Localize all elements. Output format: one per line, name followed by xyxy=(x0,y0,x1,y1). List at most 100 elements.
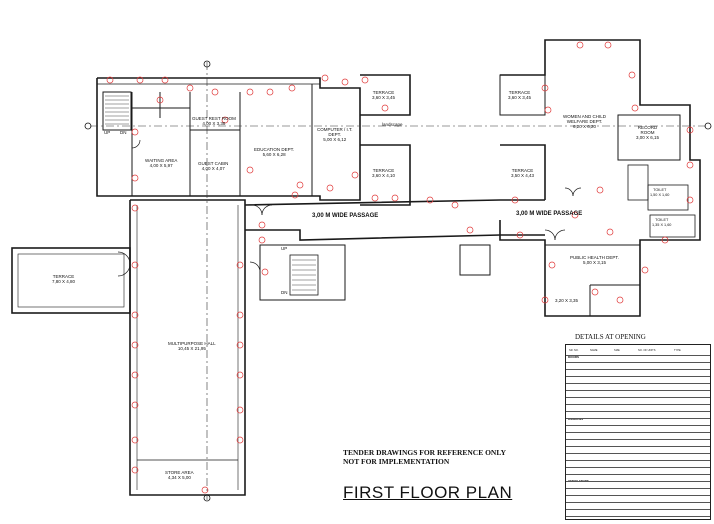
room-label-small-room: 3,20 X 3,35 xyxy=(555,298,579,303)
section-windows: WINDOWS xyxy=(568,417,584,421)
stair-up-label-central: UP xyxy=(281,246,288,251)
opening-marker xyxy=(131,174,139,182)
stair-dn-label-central: DN xyxy=(281,290,288,295)
opening-marker xyxy=(221,116,229,124)
opening-marker xyxy=(131,341,139,349)
table-row xyxy=(566,425,710,426)
opening-marker xyxy=(381,104,389,112)
table-row xyxy=(566,488,710,489)
details-table: SR. NO. NAME SIZE NO. OF UNITS TYPE DOOR… xyxy=(565,344,711,520)
opening-marker xyxy=(591,288,599,296)
opening-marker xyxy=(686,196,694,204)
room-label-public-health: PUBLIC HEALTH DEPT.5,00 X 3,15 xyxy=(570,255,619,265)
col-units: NO. OF UNITS xyxy=(638,349,656,352)
drawing-title: FIRST FLOOR PLAN xyxy=(343,483,513,502)
room-label-landscape: landscape xyxy=(382,122,403,127)
table-row xyxy=(566,383,710,384)
table-row xyxy=(566,509,710,510)
passage-label-left: 3,00 M WIDE PASSAGE xyxy=(312,213,379,219)
opening-marker xyxy=(686,126,694,134)
opening-marker xyxy=(548,261,556,269)
opening-marker xyxy=(106,76,114,84)
opening-marker xyxy=(426,196,434,204)
table-row xyxy=(566,446,710,447)
passage-label-right: 3,00 M WIDE PASSAGE xyxy=(516,211,583,217)
section-doors: DOORS xyxy=(568,355,580,359)
opening-marker xyxy=(596,186,604,194)
opening-marker xyxy=(576,41,584,49)
table-row xyxy=(566,467,710,468)
table-row xyxy=(566,516,710,517)
opening-marker xyxy=(131,128,139,136)
opening-marker xyxy=(466,226,474,234)
opening-marker xyxy=(686,161,694,169)
table-row xyxy=(566,481,710,482)
opening-marker xyxy=(571,211,579,219)
opening-marker xyxy=(131,436,139,444)
opening-marker xyxy=(606,228,614,236)
opening-marker xyxy=(131,261,139,269)
door-marker-group xyxy=(106,41,694,494)
opening-marker xyxy=(288,84,296,92)
opening-marker xyxy=(161,76,169,84)
door-swing-icon xyxy=(117,139,582,277)
table-row xyxy=(566,390,710,391)
opening-marker xyxy=(321,74,329,82)
opening-marker xyxy=(361,76,369,84)
table-row xyxy=(566,495,710,496)
opening-marker xyxy=(391,194,399,202)
table-row xyxy=(566,411,710,412)
table-row xyxy=(566,418,710,419)
opening-marker xyxy=(341,78,349,86)
opening-marker xyxy=(236,261,244,269)
opening-marker xyxy=(258,236,266,244)
opening-marker xyxy=(131,371,139,379)
table-row xyxy=(566,369,710,370)
room-label-education-dept: EDUCATION DEPT.5,60 X 6,28 xyxy=(254,147,295,157)
opening-marker xyxy=(131,466,139,474)
opening-marker xyxy=(186,84,194,92)
opening-marker xyxy=(511,196,519,204)
opening-marker xyxy=(296,181,304,189)
opening-marker xyxy=(236,371,244,379)
table-row xyxy=(566,432,710,433)
opening-marker xyxy=(291,191,299,199)
table-row xyxy=(566,460,710,461)
opening-marker xyxy=(641,266,649,274)
table-row xyxy=(566,439,710,440)
opening-marker xyxy=(266,88,274,96)
opening-marker xyxy=(131,204,139,212)
opening-marker xyxy=(604,41,612,49)
opening-marker xyxy=(326,184,334,192)
opening-marker xyxy=(236,311,244,319)
opening-marker xyxy=(236,406,244,414)
opening-marker xyxy=(616,296,624,304)
col-sr-no: SR. NO. xyxy=(569,349,579,352)
table-row xyxy=(566,404,710,405)
col-type: TYPE xyxy=(674,349,681,352)
opening-marker xyxy=(236,341,244,349)
table-row xyxy=(566,397,710,398)
opening-marker xyxy=(136,76,144,84)
opening-marker xyxy=(211,88,219,96)
opening-marker xyxy=(131,311,139,319)
section-marker-icon xyxy=(84,60,712,502)
col-name: NAME xyxy=(590,349,598,352)
opening-marker xyxy=(131,401,139,409)
opening-marker xyxy=(541,296,549,304)
opening-marker xyxy=(631,104,639,112)
opening-marker xyxy=(371,194,379,202)
table-row xyxy=(566,502,710,503)
opening-marker xyxy=(544,106,552,114)
